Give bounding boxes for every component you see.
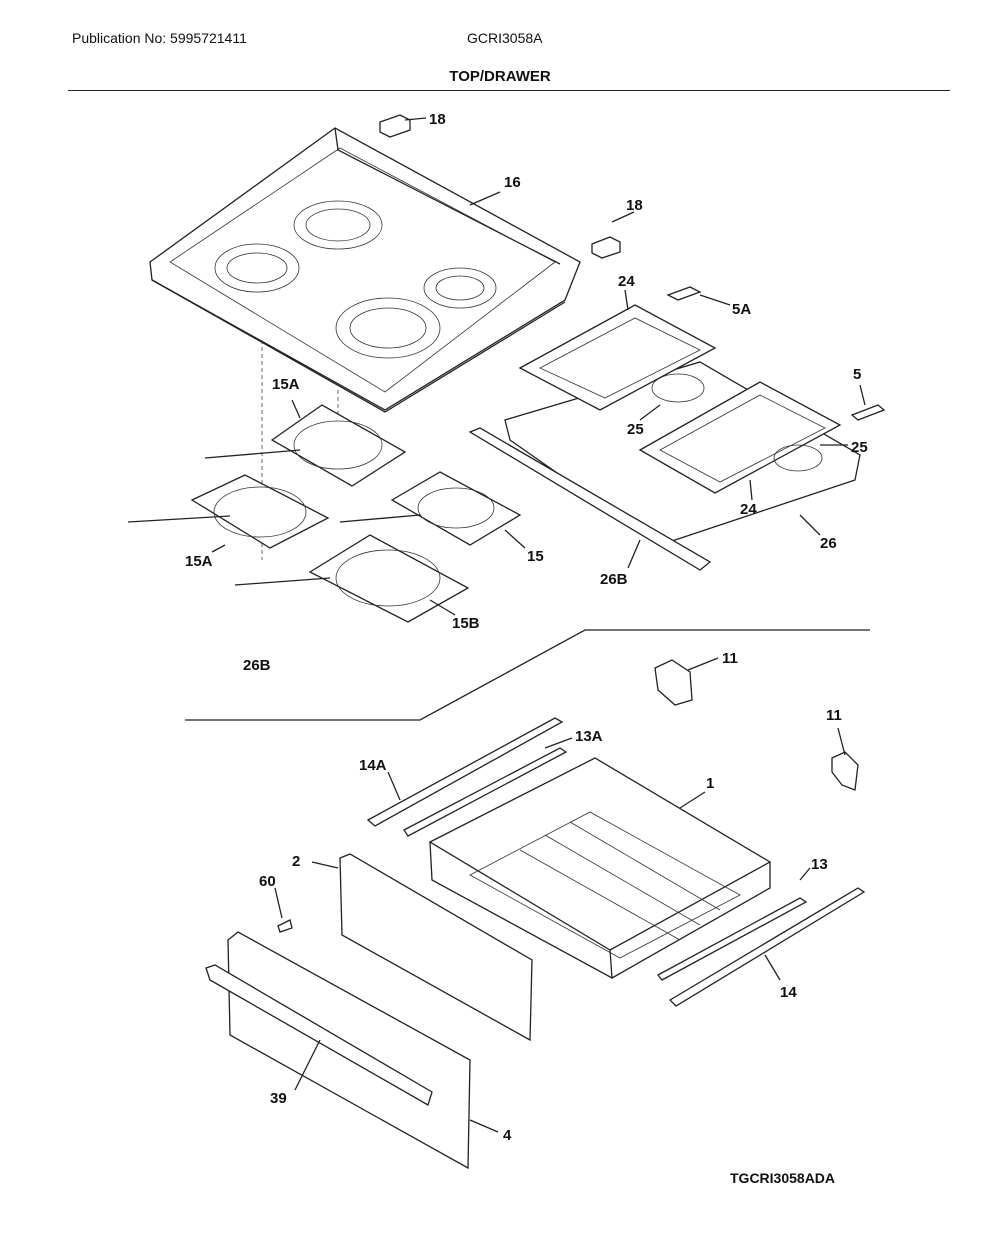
bracket-5a: [666, 286, 702, 301]
element-15b: [234, 534, 470, 623]
callout-26b-left: 26B: [243, 657, 271, 674]
callout-11-upper: 11: [722, 650, 738, 667]
callout-16: 16: [504, 174, 521, 191]
callout-5: 5: [853, 366, 861, 383]
cooktop-glass: [149, 127, 581, 413]
leader-lines: [211, 117, 866, 1133]
callout-14: 14: [780, 984, 797, 1001]
drawer-body: [428, 757, 772, 980]
callout-15: 15: [527, 548, 544, 565]
drawer-side-bracket-11b: [831, 751, 859, 791]
control-board-left: [518, 304, 717, 411]
callout-24-lower: 24: [740, 501, 757, 518]
drawer-outer-panel-4: [205, 931, 471, 1170]
callout-18-right: 18: [626, 197, 643, 214]
callout-15a-upper: 15A: [272, 376, 300, 393]
support-rail-26b: [468, 427, 712, 571]
header-divider: [68, 90, 950, 91]
callout-39: 39: [270, 1090, 287, 1107]
element-15a-upper: [204, 404, 407, 487]
drawer-slide-14a: [366, 717, 568, 837]
bracket-18-right: [591, 236, 621, 259]
bracket-18-top: [379, 114, 411, 138]
element-15a-lower: [127, 474, 330, 549]
callout-4: 4: [503, 1127, 512, 1144]
drawer-front-panel-2: [339, 853, 533, 1042]
callout-15b: 15B: [452, 615, 480, 632]
callout-60: 60: [259, 873, 276, 890]
publication-number: Publication No: 5995721411: [72, 30, 247, 46]
callout-24-upper: 24: [618, 273, 635, 290]
callout-26: 26: [820, 535, 837, 552]
bracket-5: [850, 404, 886, 421]
control-board-right: [638, 381, 842, 494]
callout-1: 1: [706, 775, 714, 792]
model-number: GCRI3058A: [467, 30, 543, 46]
callout-13: 13: [811, 856, 828, 873]
callout-13a: 13A: [575, 728, 603, 745]
element-15: [339, 471, 522, 546]
callout-15a-lower: 15A: [185, 553, 213, 570]
drawer-side-bracket-11a: [654, 659, 693, 706]
callout-25-right: 25: [851, 439, 868, 456]
callout-26b-right: 26B: [600, 571, 628, 588]
diagram-code: TGCRI3058ADA: [730, 1170, 836, 1186]
screw-60: [277, 919, 293, 933]
callout-18-top: 18: [429, 111, 446, 128]
callout-25-left: 25: [627, 421, 644, 438]
callout-11-lower: 11: [826, 707, 842, 724]
page-title: TOP/DRAWER: [449, 68, 551, 85]
callout-14a: 14A: [359, 757, 387, 774]
callout-5a: 5A: [732, 301, 751, 318]
section-divider: [185, 629, 870, 721]
callout-2: 2: [292, 853, 300, 870]
drawer-slide-14: [657, 887, 866, 1007]
